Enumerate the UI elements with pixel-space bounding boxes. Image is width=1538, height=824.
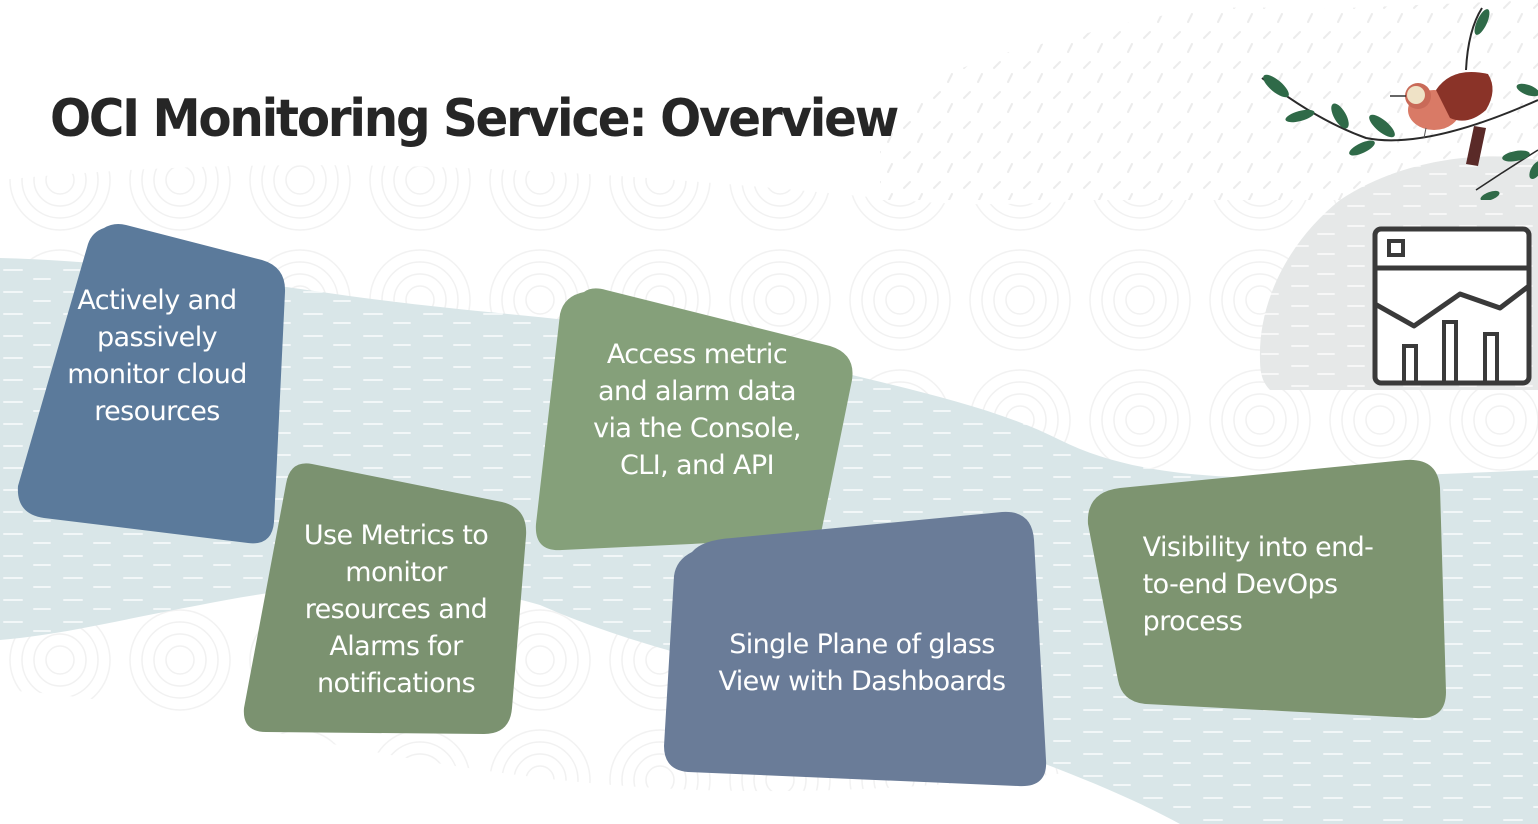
card-access-data: Access metric and alarm data via the Con…: [534, 288, 856, 554]
card-text: Single Plane of glass View with Dashboar…: [718, 629, 1006, 697]
slide-title: OCI Monitoring Service: Overview: [50, 88, 899, 149]
card-shape: [664, 511, 1047, 787]
card-devops-visibility: Visibility into end- to-end DevOps proce…: [1086, 458, 1448, 720]
card-text: Use Metrics to monitor resources and Ala…: [303, 519, 489, 699]
card-text: Actively and passively monitor cloud res…: [67, 285, 247, 427]
card-shape: [535, 288, 853, 551]
card-shape: [1087, 459, 1446, 719]
card-actively-monitor: Actively and passively monitor cloud res…: [14, 222, 286, 544]
card-text: Visibility into end- to-end DevOps proce…: [1142, 531, 1374, 637]
card-metrics-alarms: Use Metrics to monitor resources and Ala…: [242, 462, 528, 736]
bird-on-branch-illustration: [1261, 7, 1538, 200]
card-shape: [17, 224, 286, 544]
dashboard-chart-icon: [1372, 226, 1532, 386]
card-single-pane: Single Plane of glass View with Dashboar…: [662, 510, 1050, 788]
card-shape: [243, 463, 527, 734]
card-text: Access metric and alarm data via the Con…: [593, 339, 801, 481]
